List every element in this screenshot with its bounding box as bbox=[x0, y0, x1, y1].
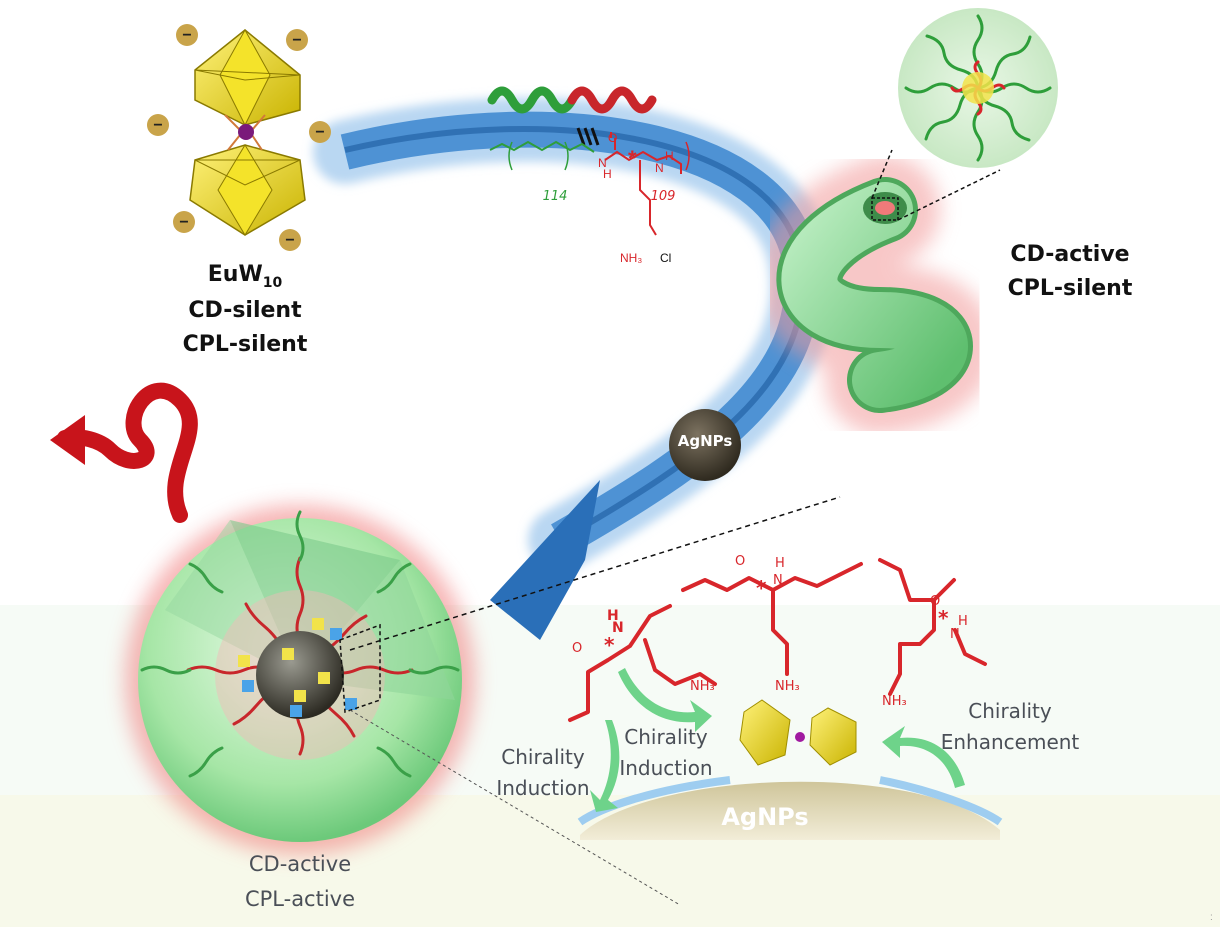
euw-cd-state: CD-silent bbox=[188, 298, 302, 323]
charge-icon: − bbox=[292, 32, 301, 49]
euw-subscript: 10 bbox=[262, 275, 283, 291]
chirality-induction-label-2: Chirality Induction bbox=[610, 722, 722, 784]
chirality-enhancement-label: Chirality Enhancement bbox=[930, 696, 1090, 758]
enhancement-word: Enhancement bbox=[940, 730, 1080, 754]
final-state-label: CD-active CPL-active bbox=[210, 847, 390, 917]
ligand-nh3: NH₃ bbox=[775, 679, 800, 694]
charge-icons: − − − − − − bbox=[147, 24, 331, 251]
chirality-word: Chirality bbox=[968, 699, 1052, 723]
polymer-cd-state: CD-active bbox=[1010, 242, 1130, 267]
ligand-n: N bbox=[950, 627, 960, 642]
ligand-n: N bbox=[773, 573, 783, 588]
chirality-induction-label-1: Chirality Induction bbox=[488, 742, 598, 804]
polymer-state-label: CD-active CPL-silent bbox=[990, 238, 1150, 306]
lysine-ligands bbox=[568, 558, 987, 722]
chirality-arrows bbox=[590, 668, 965, 812]
final-cpl-state: CPL-active bbox=[244, 887, 356, 911]
ligand-nh3: NH₃ bbox=[882, 694, 907, 709]
charge-icon: − bbox=[285, 232, 294, 249]
ligand-nh3: NH₃ bbox=[690, 679, 715, 694]
induction-word: Induction bbox=[496, 776, 590, 800]
carbonyl-o: O bbox=[608, 131, 617, 145]
final-micelle bbox=[125, 505, 475, 855]
chirality-word: Chirality bbox=[624, 725, 708, 749]
ligand-o: O bbox=[735, 554, 745, 569]
stereo-star: * bbox=[604, 633, 615, 657]
polymer-cpl-state: CPL-silent bbox=[1007, 276, 1133, 301]
corner-marker: : bbox=[1210, 912, 1213, 923]
agnp-surface-zoom bbox=[577, 776, 1003, 840]
euw-name: EuW bbox=[207, 262, 263, 287]
stereo-star: * bbox=[756, 576, 767, 600]
induction-word: Induction bbox=[619, 756, 713, 780]
arrow-head bbox=[490, 480, 600, 640]
eu-atom bbox=[238, 124, 254, 140]
peg-repeat-label: 114 bbox=[543, 189, 568, 204]
ligand-h: H bbox=[958, 614, 968, 629]
ligand-h: H bbox=[607, 608, 619, 624]
final-cd-state: CD-active bbox=[248, 852, 352, 876]
pll-repeat-label: 109 bbox=[651, 189, 676, 204]
ligand-o: O bbox=[572, 641, 582, 656]
agnps-bead-label: AgNPs bbox=[677, 432, 733, 450]
amide-n: N bbox=[598, 156, 607, 170]
stereo-star: * bbox=[938, 606, 949, 630]
ligand-n: N bbox=[612, 620, 624, 636]
euw10-cluster bbox=[189, 28, 306, 236]
agnps-surface-label: AgNPs bbox=[721, 803, 809, 831]
induction-arrow-1 bbox=[590, 720, 620, 812]
ligand-h: H bbox=[775, 556, 785, 571]
zoom-line-top bbox=[349, 496, 841, 651]
ligand-o: O bbox=[930, 594, 940, 609]
cpl-emission-arrow bbox=[50, 382, 198, 523]
chirality-word: Chirality bbox=[501, 745, 585, 769]
block-copolymer-icon bbox=[487, 86, 657, 146]
amine-n: N bbox=[655, 161, 664, 175]
bottom-background bbox=[0, 795, 1220, 927]
chloride-label: Cl bbox=[660, 251, 671, 265]
euw10-label: EuW10 CD-silent CPL-silent bbox=[170, 258, 320, 362]
peg-pll-structure: 114 109 H N O * H N NH₃ Cl bbox=[489, 131, 690, 265]
ammonium-label: NH₃ bbox=[620, 251, 642, 265]
stereocenter-star: * bbox=[628, 146, 637, 171]
enhancement-arrow bbox=[882, 726, 965, 788]
euw-cpl-state: CPL-silent bbox=[182, 332, 308, 357]
amine-h: H bbox=[665, 149, 674, 163]
charge-icon: − bbox=[182, 27, 191, 44]
charge-icon: − bbox=[153, 117, 162, 134]
ligand-labels: * H N O NH₃ O * H N NH₃ O * H N NH₃ bbox=[572, 554, 968, 709]
induction-arrow-2 bbox=[618, 668, 712, 732]
charge-icon: − bbox=[179, 214, 188, 231]
charge-icon: − bbox=[315, 124, 324, 141]
inset-micelle bbox=[871, 8, 1058, 221]
agnp-core bbox=[256, 631, 344, 719]
amide-h: H bbox=[603, 167, 612, 181]
surface-euw10 bbox=[739, 699, 857, 766]
zoom-line-bottom bbox=[349, 709, 681, 906]
agnps-bead bbox=[669, 409, 741, 481]
helix-tube bbox=[754, 155, 995, 435]
